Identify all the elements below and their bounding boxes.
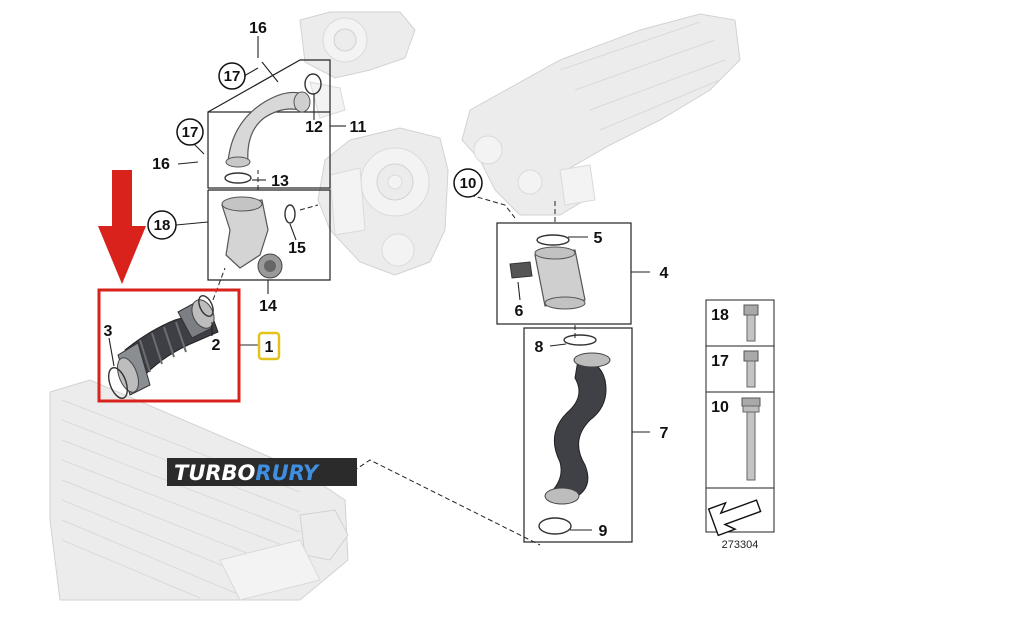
diagram-ref-number: 273304 (722, 539, 759, 551)
boost-hose-1 (117, 299, 219, 396)
o-ring-5 (536, 234, 570, 246)
connector-flange (544, 296, 586, 310)
callout-8: 8 (535, 339, 544, 356)
callout-14: 14 (259, 298, 277, 315)
lower-turbo-ghost (317, 127, 449, 276)
callout-label: 10 (460, 175, 477, 192)
callout-9: 9 (599, 523, 608, 540)
watermark-text: TURBORURY (174, 461, 320, 485)
connector-flange (534, 246, 576, 260)
pipe-flange (225, 156, 251, 168)
callout-label: 17 (182, 124, 199, 141)
group-box-14 (207, 189, 331, 281)
callout-17-mid: 17 (176, 118, 204, 146)
callout-16-top: 16 (249, 20, 267, 37)
highlight-box (97, 288, 241, 403)
o-ring-3 (108, 367, 128, 399)
callout-5: 5 (594, 230, 603, 247)
highlight-arrow (98, 170, 146, 284)
group-box-11-top (207, 59, 331, 113)
leader-lines (108, 36, 650, 531)
callout-15: 15 (288, 240, 306, 257)
highlight-badge (257, 331, 281, 361)
group-box-7 (523, 327, 633, 543)
hose-clamp (573, 352, 611, 368)
connector-port-inner (264, 260, 276, 272)
callout-16-mid: 16 (152, 156, 170, 173)
callout-3: 3 (104, 323, 113, 340)
intercooler-ghost (49, 379, 349, 601)
o-ring-8 (563, 334, 597, 346)
watermark-part1: TURBO (174, 461, 256, 485)
legend-label-10: 10 (711, 399, 729, 416)
callout-10: 10 (453, 168, 483, 198)
boost-hose-7 (546, 359, 607, 501)
pipe-flange (293, 91, 311, 113)
legend-label-17: 17 (711, 353, 729, 370)
callout-17-top: 17 (218, 62, 246, 90)
pressure-sensor-6 (509, 261, 533, 279)
callout-12: 12 (305, 119, 323, 136)
o-ring-2 (198, 295, 214, 317)
intake-manifold-ghost (461, 13, 741, 216)
o-ring-12 (304, 73, 322, 95)
callout-18: 18 (147, 210, 177, 240)
watermark-part2: RURY (255, 461, 319, 485)
callout-7: 7 (660, 425, 669, 442)
bolt-17-icon (743, 350, 759, 388)
bolt-18-icon (743, 304, 759, 342)
callout-2: 2 (212, 337, 221, 354)
connector-14 (221, 199, 269, 269)
legend-label-18: 18 (711, 307, 729, 324)
callout-13: 13 (271, 173, 289, 190)
callout-11: 11 (350, 119, 367, 136)
hose-clamp (544, 487, 580, 505)
o-ring-15 (284, 204, 296, 224)
callout-label: 18 (154, 217, 171, 234)
charge-pipe-11 (227, 91, 306, 163)
arrow-symbol-icon (707, 499, 762, 537)
callout-4: 4 (660, 265, 669, 282)
watermark: TURBORURY (167, 458, 357, 486)
connector-flange (221, 196, 263, 212)
group-box-4 (496, 222, 632, 325)
callout-1: 1 (265, 339, 274, 356)
upper-turbo-ghost (299, 11, 416, 119)
callout-label: 17 (224, 68, 241, 85)
callout-6: 6 (515, 303, 524, 320)
o-ring-9 (538, 517, 572, 535)
bolt-10-icon (741, 397, 761, 481)
fastener-legend: 18 17 10 273304 (705, 299, 775, 551)
o-ring-13 (224, 172, 252, 184)
